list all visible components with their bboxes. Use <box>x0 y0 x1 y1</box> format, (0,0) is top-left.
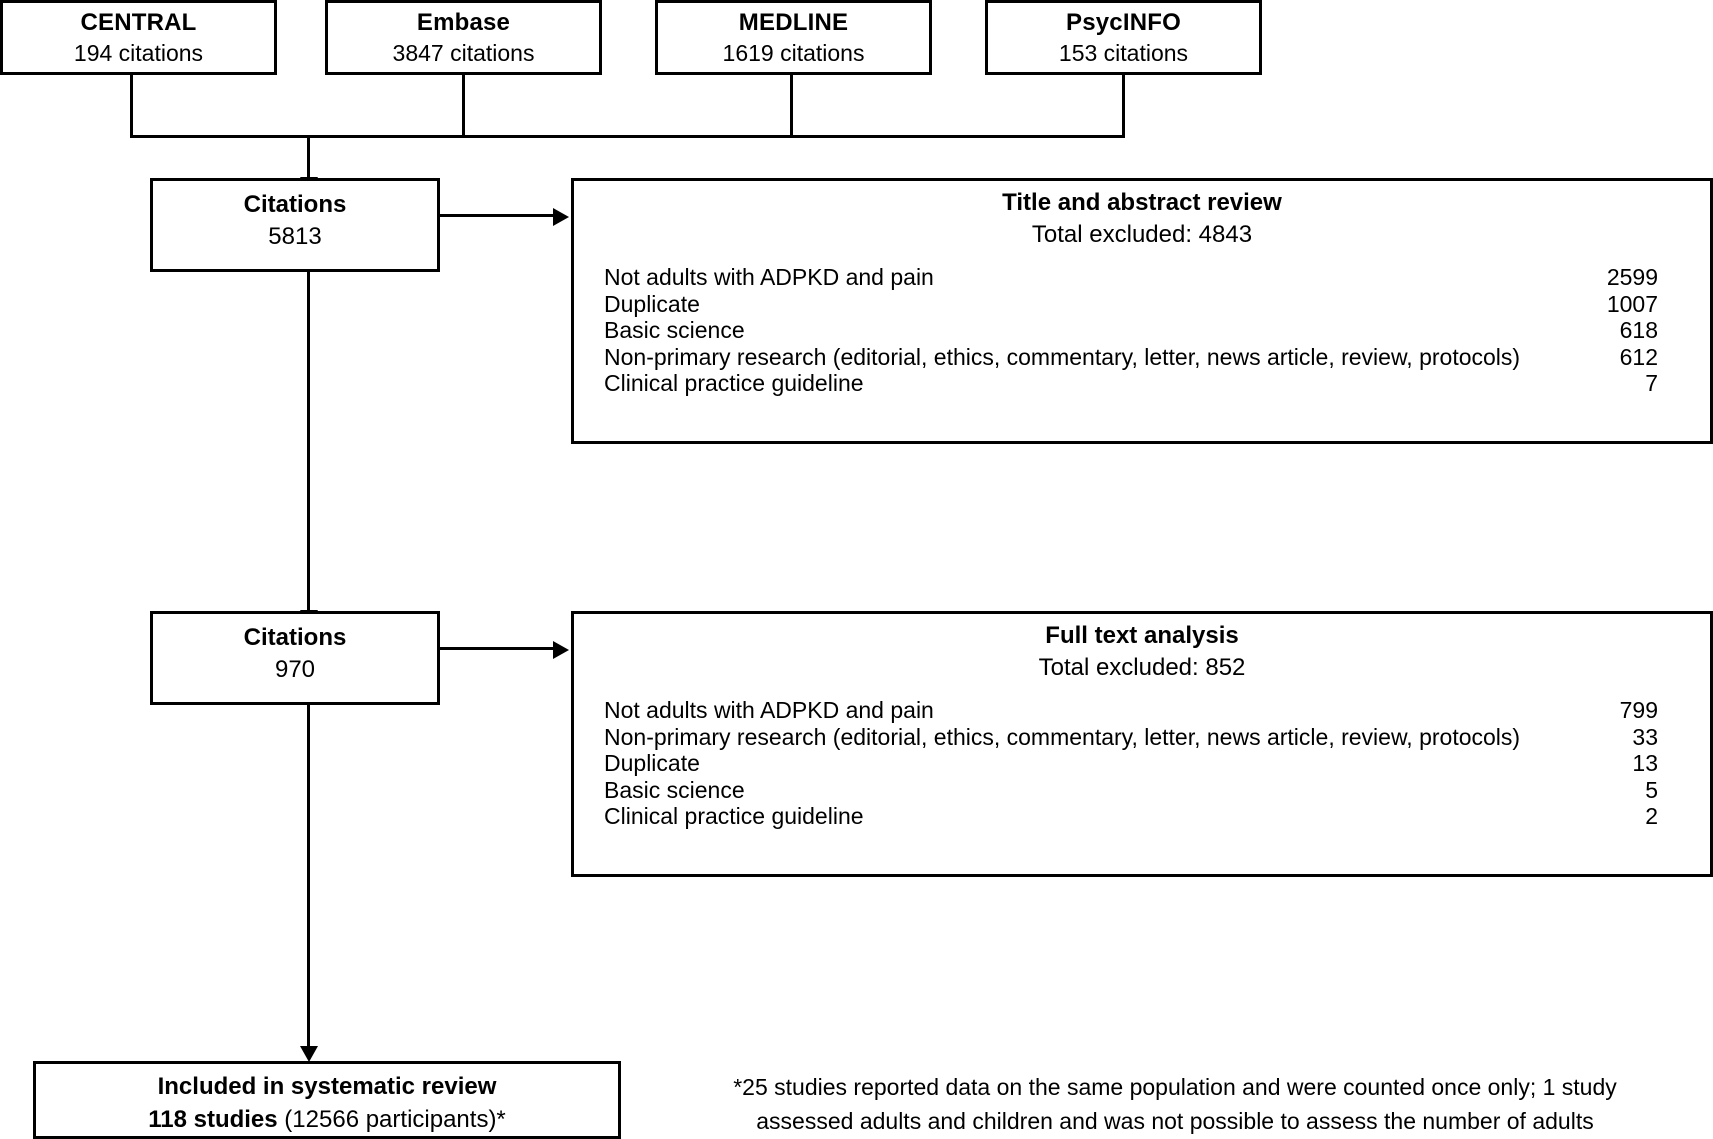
connector-embase-down <box>462 75 465 138</box>
exclusion-reason: Basic science <box>604 776 745 803</box>
exclusion-row: Duplicate 1007 <box>604 291 1658 318</box>
exclusion-reason: Duplicate <box>604 750 700 776</box>
exclusion-reason: Basic science <box>604 317 745 343</box>
exclusion-count: 612 <box>1619 343 1658 370</box>
exclusion-count: 2599 <box>1606 264 1658 290</box>
arrowhead-stage2-to-panel <box>553 641 569 659</box>
exclusion-reason: Duplicate <box>604 290 700 317</box>
included-studies-box: Included in systematic review 118 studie… <box>33 1061 621 1139</box>
exclusion-reason: Clinical practice guideline <box>604 803 864 829</box>
exclusion-count: 799 <box>1619 697 1658 723</box>
exclusion-row: Non-primary research (editorial, ethics,… <box>604 724 1658 751</box>
exclusion-count: 2 <box>1645 803 1658 829</box>
included-participants-count: (12566 participants)* <box>277 1106 506 1133</box>
panel-header-stage2: Full text analysis Total excluded: 852 <box>574 614 1710 684</box>
source-box-psycinfo: PsycINFO 153 citations <box>985 0 1262 75</box>
source-box-central: CENTRAL 194 citations <box>0 0 277 75</box>
included-title: Included in systematic review <box>157 1073 497 1100</box>
footnote-line-1: *25 studies reported data on the same po… <box>733 1074 1617 1100</box>
connector-stage2-to-panel <box>440 647 555 650</box>
connector-psycinfo-down <box>1122 75 1125 138</box>
connector-central-down <box>130 75 133 138</box>
exclusion-row: Non-primary research (editorial, ethics,… <box>604 344 1658 371</box>
source-box-medline: MEDLINE 1619 citations <box>655 0 932 75</box>
exclusion-list-stage1: Not adults with ADPKD and pain 2599 Dupl… <box>604 264 1658 397</box>
source-citations-psycinfo: 153 citations <box>1058 40 1189 66</box>
exclusion-row: Not adults with ADPKD and pain 799 <box>604 697 1658 724</box>
exclusion-list-stage2: Not adults with ADPKD and pain 799 Non-p… <box>604 697 1658 830</box>
exclusion-reason: Non-primary research (editorial, ethics,… <box>604 723 1521 750</box>
panel-header-stage1: Title and abstract review Total excluded… <box>574 181 1710 251</box>
citations-count-stage1: 5813 <box>268 223 322 250</box>
citations-box-stage2: Citations 970 <box>150 611 440 705</box>
exclusion-row: Duplicate 13 <box>604 750 1658 777</box>
connector-medline-down <box>790 75 793 138</box>
source-name-central: CENTRAL <box>80 9 197 36</box>
exclusion-row: Not adults with ADPKD and pain 2599 <box>604 264 1658 291</box>
exclusion-reason: Not adults with ADPKD and pain <box>604 264 934 290</box>
citations-box-stage1: Citations 5813 <box>150 178 440 272</box>
connector-stage1-to-panel <box>440 214 555 217</box>
source-box-embase: Embase 3847 citations <box>325 0 602 75</box>
citations-label-stage2: Citations <box>243 624 347 651</box>
citations-count-stage2: 970 <box>274 656 316 683</box>
exclusion-row: Clinical practice guideline 2 <box>604 803 1658 830</box>
exclusion-panel-title-abstract: Title and abstract review Total excluded… <box>571 178 1713 444</box>
source-name-psycinfo: PsycINFO <box>1066 9 1181 36</box>
panel-title-stage1: Title and abstract review <box>1002 189 1282 216</box>
exclusion-row: Clinical practice guideline 7 <box>604 370 1658 397</box>
source-citations-embase: 3847 citations <box>392 40 535 66</box>
exclusion-count: 7 <box>1645 370 1658 396</box>
exclusion-count: 33 <box>1632 723 1658 750</box>
connector-merge-to-citations <box>307 135 310 179</box>
exclusion-row: Basic science 5 <box>604 777 1658 804</box>
connector-stage2-to-included <box>307 705 310 1048</box>
exclusion-count: 1007 <box>1606 290 1658 317</box>
source-name-embase: Embase <box>416 9 511 36</box>
included-studies-count: 118 studies <box>148 1106 278 1133</box>
exclusion-count: 618 <box>1619 317 1658 343</box>
exclusion-count: 5 <box>1645 776 1658 803</box>
exclusion-row: Basic science 618 <box>604 317 1658 344</box>
connector-stage1-to-stage2 <box>307 272 310 612</box>
panel-total-stage2: Total excluded: 852 <box>1038 654 1246 681</box>
connector-merge-bus <box>130 135 1125 138</box>
exclusion-reason: Clinical practice guideline <box>604 370 864 396</box>
exclusion-panel-full-text: Full text analysis Total excluded: 852 N… <box>571 611 1713 877</box>
source-citations-central: 194 citations <box>73 40 204 66</box>
exclusion-count: 13 <box>1632 750 1658 776</box>
footnote: *25 studies reported data on the same po… <box>660 1070 1690 1138</box>
citations-label-stage1: Citations <box>243 191 347 218</box>
included-counts: 118 studies (12566 participants)* <box>36 1103 618 1136</box>
exclusion-reason: Not adults with ADPKD and pain <box>604 697 934 723</box>
source-name-medline: MEDLINE <box>738 9 849 36</box>
exclusion-reason: Non-primary research (editorial, ethics,… <box>604 343 1521 370</box>
panel-total-stage1: Total excluded: 4843 <box>1031 221 1253 248</box>
footnote-line-2: assessed adults and children and was not… <box>756 1108 1594 1134</box>
panel-title-stage2: Full text analysis <box>1045 622 1239 649</box>
source-citations-medline: 1619 citations <box>722 40 865 66</box>
arrowhead-stage1-to-panel <box>553 208 569 226</box>
arrowhead-stage2-to-included <box>300 1046 318 1062</box>
